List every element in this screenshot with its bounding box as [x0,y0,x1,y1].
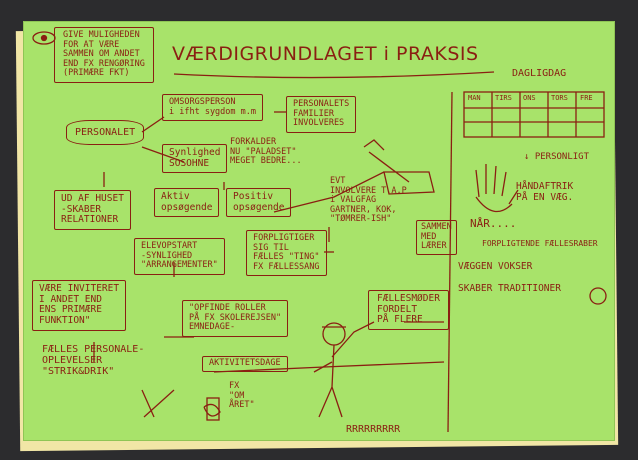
eye-icon [32,31,56,45]
bottle-icon [206,397,220,421]
day-ons: ONS [523,94,536,102]
day-man: MAN [468,94,481,102]
heading-dagligdag: DAGLIGDAG [512,68,567,79]
hand-icon [475,164,519,213]
note-rrr: RRRRRRRRR [346,424,401,435]
hammer-icon [363,139,435,195]
note-faellesmoeder: FÆLLESMØDER FORDELT PÅ FLERE [368,290,449,330]
note-ud-af-huset: UD AF HUSET -SKABER RELATIONER [54,190,131,230]
note-haandaftrik: HÅNDAFTRIK PÅ EN VÆG. [516,181,574,203]
knitting-icon [141,389,221,418]
note-opfinde: "OPFINDE ROLLER PÅ FX SKOLEREJSEN" EMNED… [182,300,289,337]
note-naar: NÅR.... [470,217,517,230]
sketch-lines [32,31,607,433]
person-figure [322,322,346,346]
note-omsorg: OMSORGSPERSON i ifht sygdom m.m [162,94,263,122]
note-familier: PERSONALETS FAMILIER INVOLVERES [286,96,357,133]
day-fre: FRE [580,94,593,102]
note-elevopstart: ELEVOPSTART -SYNLIGHED "ARRANGEMENTER" [134,238,225,275]
note-faelles-oplevelser: FÆLLES PERSONALE- OPLEVELSER "STRIK&DRIK… [42,344,145,378]
page-title: VÆRDIGRUNDLAGET i PRAKSIS [172,43,479,65]
note-vaeggen: VÆGGEN VOKSER [458,261,533,272]
note-synlighed: Synlighed SOSOHNE [162,144,228,174]
note-sammen: SAMMEN MED LÆRER [416,220,457,255]
note-forpligtende: FORPLIGTENDE FÆLLESRABER [482,239,598,248]
note-positiv: Positiv opsøgende [226,188,292,218]
circle-doodle [589,287,607,305]
day-tors: TORS [551,94,568,102]
day-tirs: TIRS [495,94,512,102]
note-aktiv: Aktiv opsøgende [154,188,220,218]
note-forkalder: FORKALDER NU "PALADSET" MEGET BEDRE... [230,137,302,167]
note-top-left: GIVE MULIGHEDEN FOR AT VÆRE SAMMEN OM AN… [54,27,154,83]
note-inviteret: VÆRE INVITERET I ANDET END ENS PRIMÆRE F… [32,280,127,331]
note-personligt: ↓ PERSONLIGT [524,152,590,162]
note-fx-om-aaret: FX "OM ÅRET" [229,381,255,411]
note-evt: EVT INVOLVERE T.A.P i VALGFAG GARTNER, K… [330,176,407,225]
note-personalet: PERSONALET [66,120,145,146]
note-forpligtiger: FORPLIGTIGER SIG TIL FÆLLES "TING" FX FÆ… [246,230,327,277]
green-poster-sheet: GIVE MULIGHEDEN FOR AT VÆRE SAMMEN OM AN… [24,22,614,440]
note-traditioner: SKABER TRADITIONER [458,283,561,294]
note-aktivitetsdage: AKTIVITETSDAGE [202,356,288,372]
